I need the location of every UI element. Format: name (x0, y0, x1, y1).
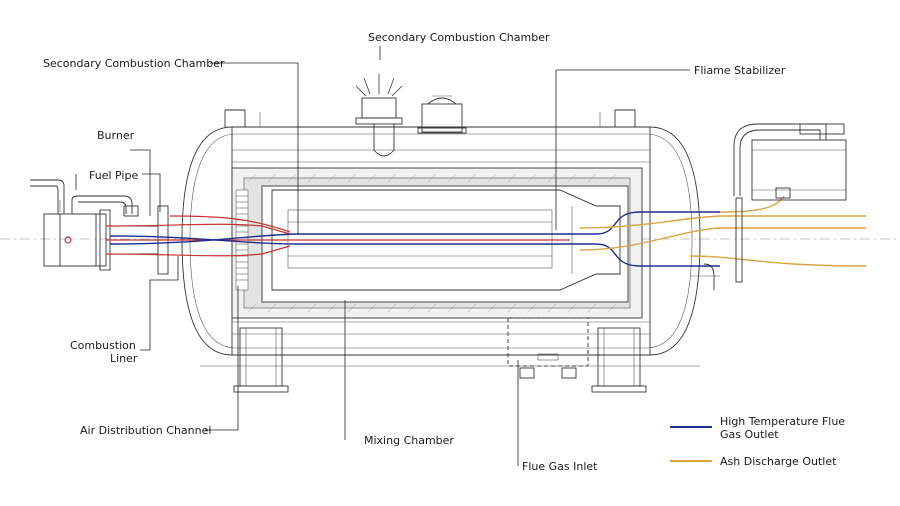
label-fuel-pipe: Fuel Pipe (89, 169, 138, 182)
exhaust-rays-icon (355, 74, 403, 97)
label-air-distribution: Air Distribution Channel (80, 424, 211, 437)
flame-stabilizer-housing (690, 123, 847, 290)
combustion-liner (271, 189, 621, 291)
ash-line-1 (579, 215, 866, 229)
flue-gas-inlet-port (507, 317, 589, 367)
label-combustion-liner-2: Liner (110, 352, 138, 365)
ash-line-4 (719, 195, 785, 213)
label-combustion-liner-1: Combustion (70, 339, 136, 352)
fuel-line-3 (105, 245, 291, 257)
label-burner: Burner (97, 129, 135, 142)
legend-ash-discharge: Ash Discharge Outlet (720, 455, 837, 468)
label-secondary-chamber-left: Secondary Combustion Chamber (43, 57, 225, 70)
flue-gas-line-2 (296, 243, 720, 267)
ash-line-2 (579, 227, 866, 251)
ash-line-3 (689, 255, 867, 267)
label-secondary-chamber-top: Secondary Combustion Chamber (368, 31, 550, 44)
top-nozzles (355, 74, 467, 157)
leader-lines (75, 46, 690, 466)
fuel-line-4 (169, 215, 291, 233)
legend-flue-gas-line-1: High Temperature Flue (720, 415, 845, 428)
legend-flue-gas-line-2: Gas Outlet (720, 428, 779, 441)
label-flue-gas-inlet: Flue Gas Inlet (522, 460, 598, 473)
label-mixing-chamber: Mixing Chamber (364, 434, 454, 447)
fuel-pipe (30, 179, 65, 214)
legend: High Temperature Flue Gas Outlet Ash Dis… (670, 415, 845, 468)
burner-nozzle-icon (64, 236, 72, 244)
flue-gas-line-3 (109, 235, 297, 245)
ash-lines (579, 195, 867, 267)
refractory-lining (231, 167, 643, 319)
label-flame-stabilizer: Fliame Stabilizer (694, 64, 786, 77)
fuel-line-1 (105, 223, 291, 235)
support-legs (200, 317, 700, 393)
fuel-lines (105, 215, 570, 257)
burner-assembly (30, 179, 169, 275)
flue-gas-lines (109, 211, 720, 267)
flue-gas-line-1 (109, 211, 720, 245)
